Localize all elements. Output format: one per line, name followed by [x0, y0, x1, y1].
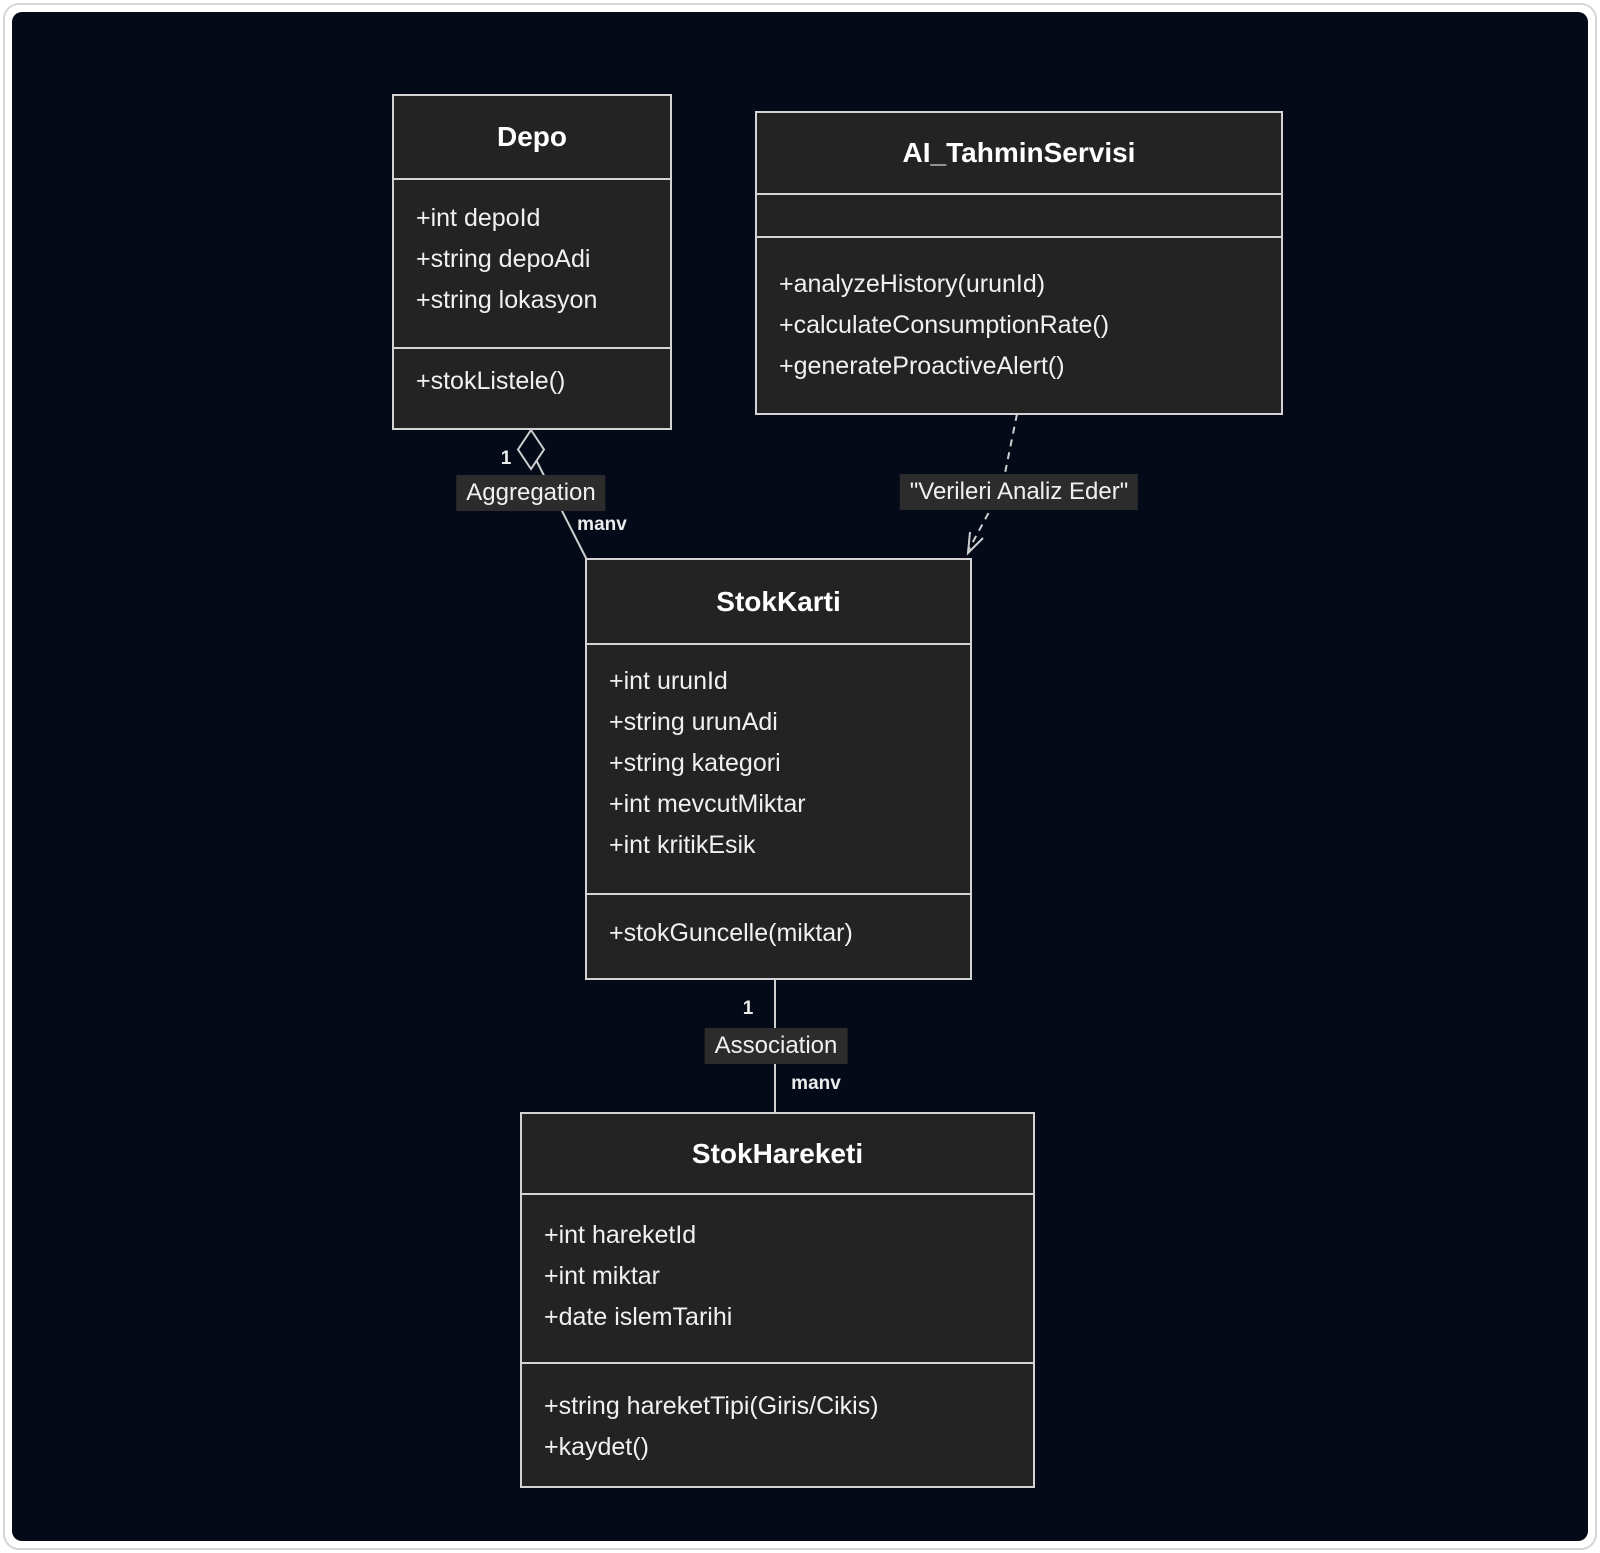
dependency-arrowhead-icon: [966, 531, 984, 556]
class-stokhareketi[interactable]: StokHareketi +int hareketId +int miktar …: [520, 1112, 1035, 1488]
class-ai-methods: +analyzeHistory(urunId) +calculateConsum…: [757, 238, 1281, 413]
class-stokkarti-attributes: +int urunId +string urunAdi +string kate…: [587, 645, 970, 895]
class-depo-attributes: +int depoId +string depoAdi +string loka…: [394, 180, 670, 349]
dependency-label: "Verileri Analiz Eder": [899, 474, 1139, 510]
method-row: +analyzeHistory(urunId): [779, 270, 1046, 298]
attribute-row: +date islemTarihi: [544, 1303, 733, 1331]
class-ai-tahminservisi[interactable]: AI_TahminServisi +analyzeHistory(urunId)…: [755, 111, 1283, 415]
class-stokhareketi-methods: +string hareketTipi(Giris/Cikis) +kaydet…: [522, 1364, 1033, 1486]
class-stokhareketi-title: StokHareketi: [522, 1114, 1033, 1195]
attribute-row: +int hareketId: [544, 1221, 697, 1249]
method-row: +generateProactiveAlert(): [779, 352, 1065, 380]
attribute-row: +string urunAdi: [609, 708, 778, 736]
method-row: +string hareketTipi(Giris/Cikis): [544, 1392, 879, 1420]
aggregation-diamond-icon: [516, 428, 546, 471]
aggregation-label: Aggregation: [456, 475, 606, 511]
class-depo-methods: +stokListele(): [394, 349, 670, 428]
class-depo-title: Depo: [394, 96, 670, 180]
class-stokkarti-title: StokKarti: [587, 560, 970, 645]
class-stokkarti[interactable]: StokKarti +int urunId +string urunAdi +s…: [585, 558, 972, 980]
aggregation-source-cardinality: 1: [500, 448, 512, 469]
attribute-row: +string lokasyon: [416, 286, 598, 314]
attribute-row: +int miktar: [544, 1262, 661, 1290]
method-row: +calculateConsumptionRate(): [779, 311, 1110, 339]
association-target-cardinality: manv: [791, 1073, 841, 1094]
attribute-row: +int kritikEsik: [609, 831, 756, 859]
class-stokkarti-methods: +stokGuncelle(miktar): [587, 895, 970, 978]
attribute-row: +int mevcutMiktar: [609, 790, 806, 818]
method-row: +kaydet(): [544, 1433, 649, 1461]
method-row: +stokGuncelle(miktar): [609, 919, 853, 947]
association-source-cardinality: 1: [742, 998, 754, 1019]
class-depo[interactable]: Depo +int depoId +string depoAdi +string…: [392, 94, 672, 430]
attribute-row: +string depoAdi: [416, 245, 591, 273]
class-ai-title: AI_TahminServisi: [757, 113, 1281, 195]
dependency-edge: [967, 413, 1018, 552]
attribute-row: +int urunId: [609, 667, 728, 695]
association-label: Association: [704, 1028, 848, 1064]
class-stokhareketi-attributes: +int hareketId +int miktar +date islemTa…: [522, 1195, 1033, 1364]
aggregation-target-cardinality: manv: [577, 514, 627, 535]
method-row: +stokListele(): [416, 367, 566, 395]
class-ai-attributes: [757, 195, 1281, 238]
attribute-row: +string kategori: [609, 749, 781, 777]
attribute-row: +int depoId: [416, 204, 541, 232]
